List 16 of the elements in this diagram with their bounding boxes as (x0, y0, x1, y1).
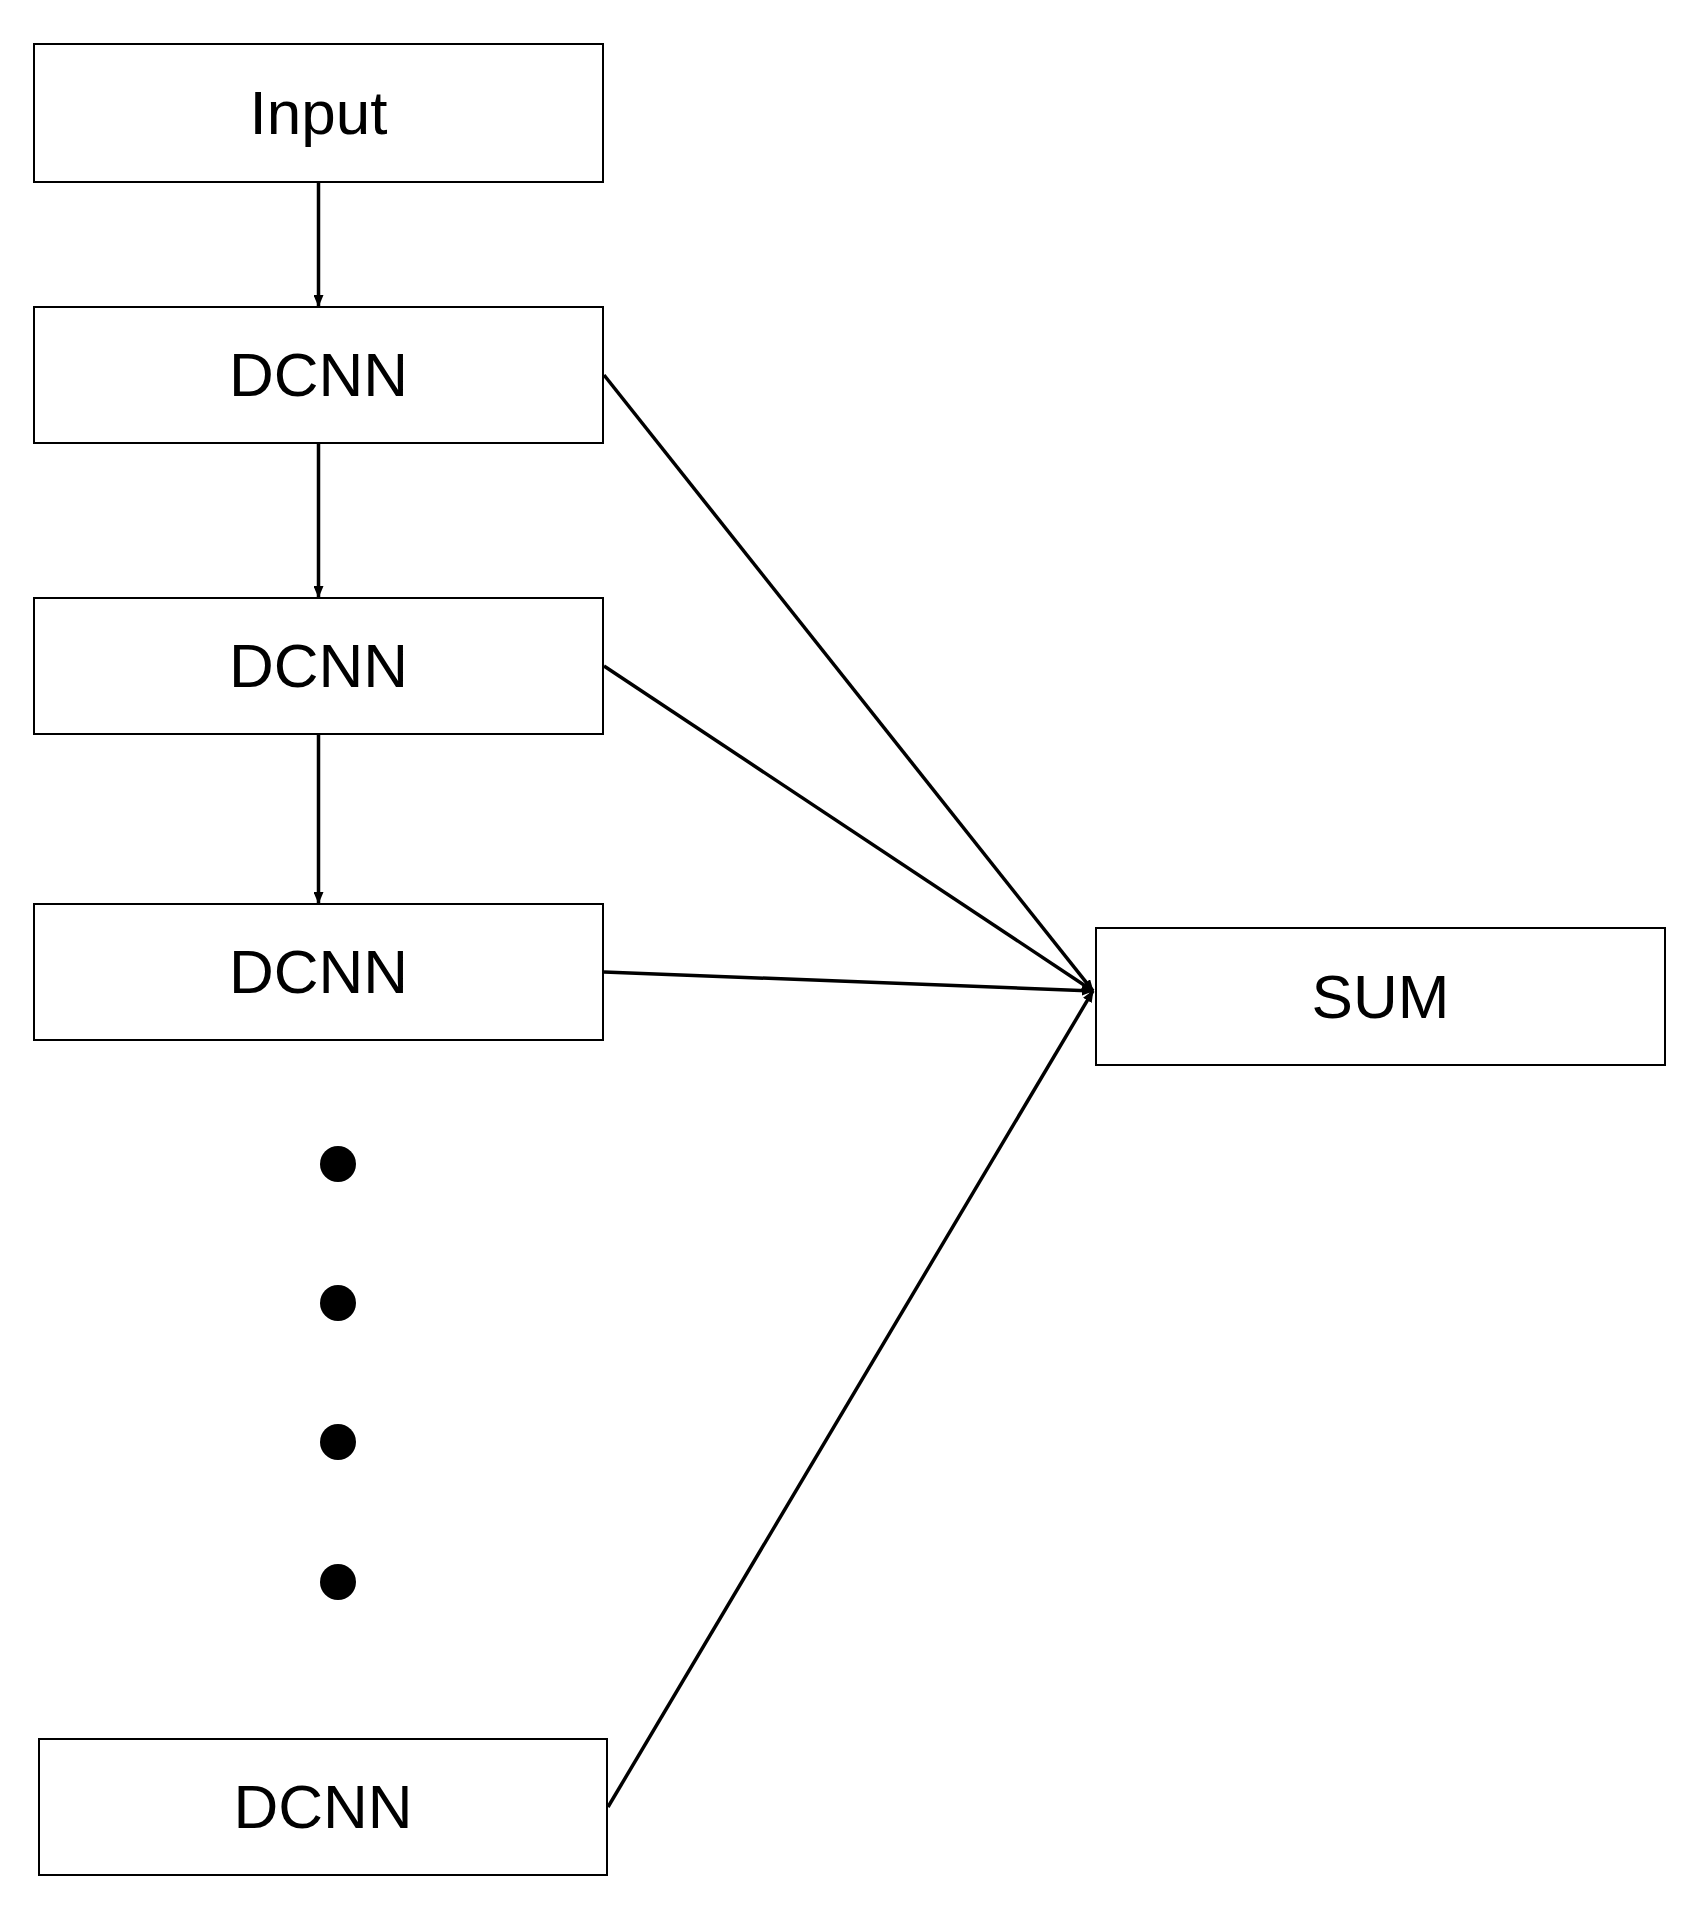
box-label: SUM (1311, 965, 1450, 1028)
arrow (313, 183, 324, 307)
process-box (33, 903, 604, 1041)
process-box (33, 597, 604, 735)
arrow (603, 664, 1094, 993)
process-box (33, 306, 604, 444)
box-label: DCNN (228, 635, 409, 697)
box-label: DCNN (228, 344, 409, 406)
arrow (313, 735, 324, 904)
process-box (1095, 927, 1666, 1066)
arrow (603, 970, 1094, 996)
box-label: DCNN (233, 1776, 413, 1838)
process-box (38, 1738, 608, 1876)
arrow (313, 444, 324, 598)
box-label: DCNN (228, 941, 409, 1003)
process-box (33, 43, 604, 183)
